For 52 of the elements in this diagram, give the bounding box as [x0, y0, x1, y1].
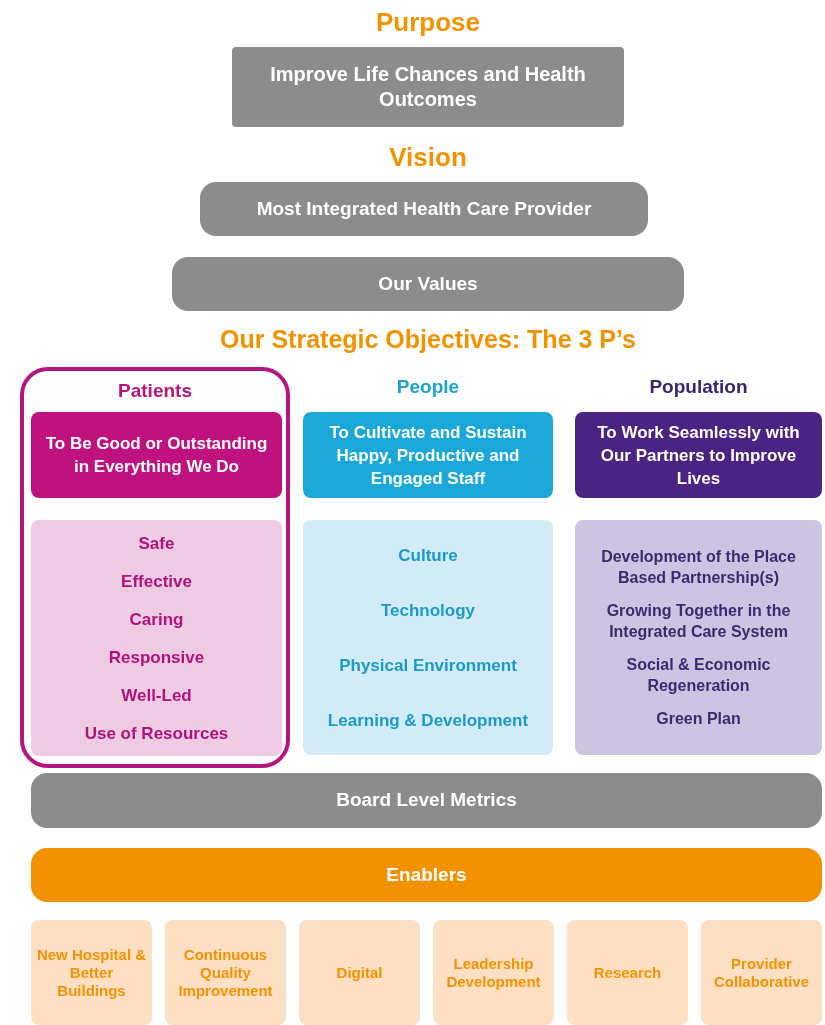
box-text: Use of Resources — [84, 722, 229, 745]
box-text: Board Level Metrics — [336, 788, 517, 813]
objective-box — [303, 412, 553, 498]
box-text: Provider Collaborative — [713, 954, 810, 991]
enabler-box — [299, 920, 420, 1025]
box-text: Safe — [138, 532, 175, 555]
purpose-box — [232, 47, 624, 127]
themes-list-box — [303, 520, 553, 755]
box-text: Technology — [380, 599, 476, 622]
box-text: Physical Environment — [339, 654, 517, 677]
box-text: To Work Seamlessly with Our Partners to Improve Lives — [596, 421, 801, 490]
section-heading: Purpose — [375, 6, 481, 39]
box-text: Social & Economic Regeneration — [625, 655, 772, 696]
values-list-box — [31, 520, 282, 756]
box-text: Our Values — [378, 271, 478, 296]
column-heading: Population — [648, 375, 749, 399]
box-text: Digital — [336, 963, 383, 982]
metrics-bar — [31, 773, 822, 828]
vision-box — [200, 182, 648, 236]
box-text: Most Integrated Health Care Provider — [256, 196, 592, 221]
box-text: New Hospital & Better Buildings — [35, 945, 148, 1000]
patients-outline — [20, 367, 290, 768]
box-text: Research — [593, 963, 662, 982]
box-text: To Cultivate and Sustain Happy, Productive and Engaged Staff — [328, 421, 528, 490]
box-text: Growing Together in the Integrated Care System — [605, 601, 792, 642]
box-text: Development of the Place Based Partnership(s) — [600, 547, 797, 588]
values-box — [172, 257, 684, 311]
box-text: Effective — [121, 570, 192, 593]
column-heading: People — [395, 375, 461, 399]
objective-box — [575, 412, 822, 498]
box-text: Culture — [398, 544, 458, 567]
box-text: Caring — [129, 608, 184, 631]
themes-list-box — [575, 520, 822, 755]
section-heading: Vision — [388, 141, 468, 174]
box-text: Well-Led — [121, 684, 192, 707]
enablers-bar — [31, 848, 822, 902]
box-text: Improve Life Chances and Health Outcomes — [269, 62, 587, 112]
box-text: Leadership Development — [445, 954, 542, 991]
box-text: Green Plan — [656, 709, 741, 729]
enabler-box — [433, 920, 554, 1025]
box-text: To Be Good or Outstanding in Everything We Do — [44, 433, 269, 478]
enabler-box — [165, 920, 286, 1025]
enabler-box — [701, 920, 822, 1025]
heading: Patients — [117, 379, 193, 403]
box-text: Learning & Development — [327, 709, 529, 732]
section-heading: Our Strategic Objectives: The 3 P’s — [219, 324, 637, 355]
box-text: Responsive — [108, 646, 205, 669]
enabler-box — [567, 920, 688, 1025]
enabler-box — [31, 920, 152, 1025]
box-text: Enablers — [386, 862, 467, 887]
box-text: Continuous Quality Improvement — [177, 945, 274, 1000]
objective-box — [31, 412, 282, 498]
